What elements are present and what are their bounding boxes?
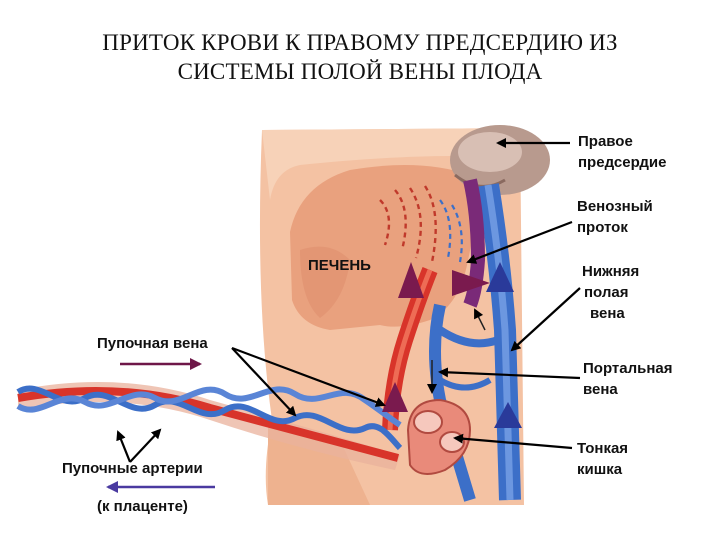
pointer-umbilical-vein-cord bbox=[231, 347, 297, 417]
pointer-umbilical-vein-body bbox=[231, 346, 386, 407]
pointer-lines bbox=[116, 138, 581, 463]
flow-arrow-ductus-right bbox=[452, 270, 490, 296]
pointer-ivc bbox=[510, 287, 581, 352]
liver bbox=[290, 165, 475, 330]
flow-arrow-ivc-up-lower bbox=[494, 402, 522, 428]
label-inferior-vena-cava: Нижняя полая вена bbox=[582, 263, 640, 322]
label-right-atrium: Правое предсердие bbox=[578, 133, 667, 171]
label-small-intestine: Тонкая кишка bbox=[577, 440, 629, 478]
label-portal-vein: Портальная вена bbox=[583, 360, 673, 398]
pointer-umbilical-artery-2 bbox=[129, 428, 162, 463]
label-umbilical-arteries: Пупочные артерии bbox=[62, 460, 203, 477]
label-to-placenta: (к плаценте) bbox=[97, 498, 188, 515]
pointer-portal-vein bbox=[438, 367, 581, 380]
inferior-vena-cava bbox=[477, 183, 521, 501]
diagram-title: ПРИТОК КРОВИ К ПРАВОМУ ПРЕДСЕРДИЮ ИЗ СИС… bbox=[0, 28, 720, 86]
flow-arrow-ivc-up-upper bbox=[486, 262, 514, 292]
pointer-umbilical-artery-1 bbox=[116, 430, 132, 463]
flow-arrow-liver-up bbox=[398, 262, 424, 298]
label-ductus-venosus: Венозный проток bbox=[577, 198, 653, 236]
title-line-2: СИСТЕМЫ ПОЛОЙ ВЕНЫ ПЛОДА bbox=[177, 59, 543, 84]
umbilical-cord bbox=[16, 382, 403, 470]
label-liver: ПЕЧЕНЬ bbox=[308, 257, 371, 274]
title-line-1: ПРИТОК КРОВИ К ПРАВОМУ ПРЕДСЕРДИЮ ИЗ bbox=[102, 30, 618, 55]
small-intestine bbox=[406, 398, 472, 475]
pointer-ductus-venosus bbox=[466, 220, 573, 264]
flow-arrow-umbilical-vein-up bbox=[382, 382, 408, 412]
label-umbilical-vein: Пупочная вена bbox=[97, 335, 208, 352]
ductus-venosus bbox=[463, 178, 486, 308]
pointer-small-intestine bbox=[453, 433, 573, 450]
